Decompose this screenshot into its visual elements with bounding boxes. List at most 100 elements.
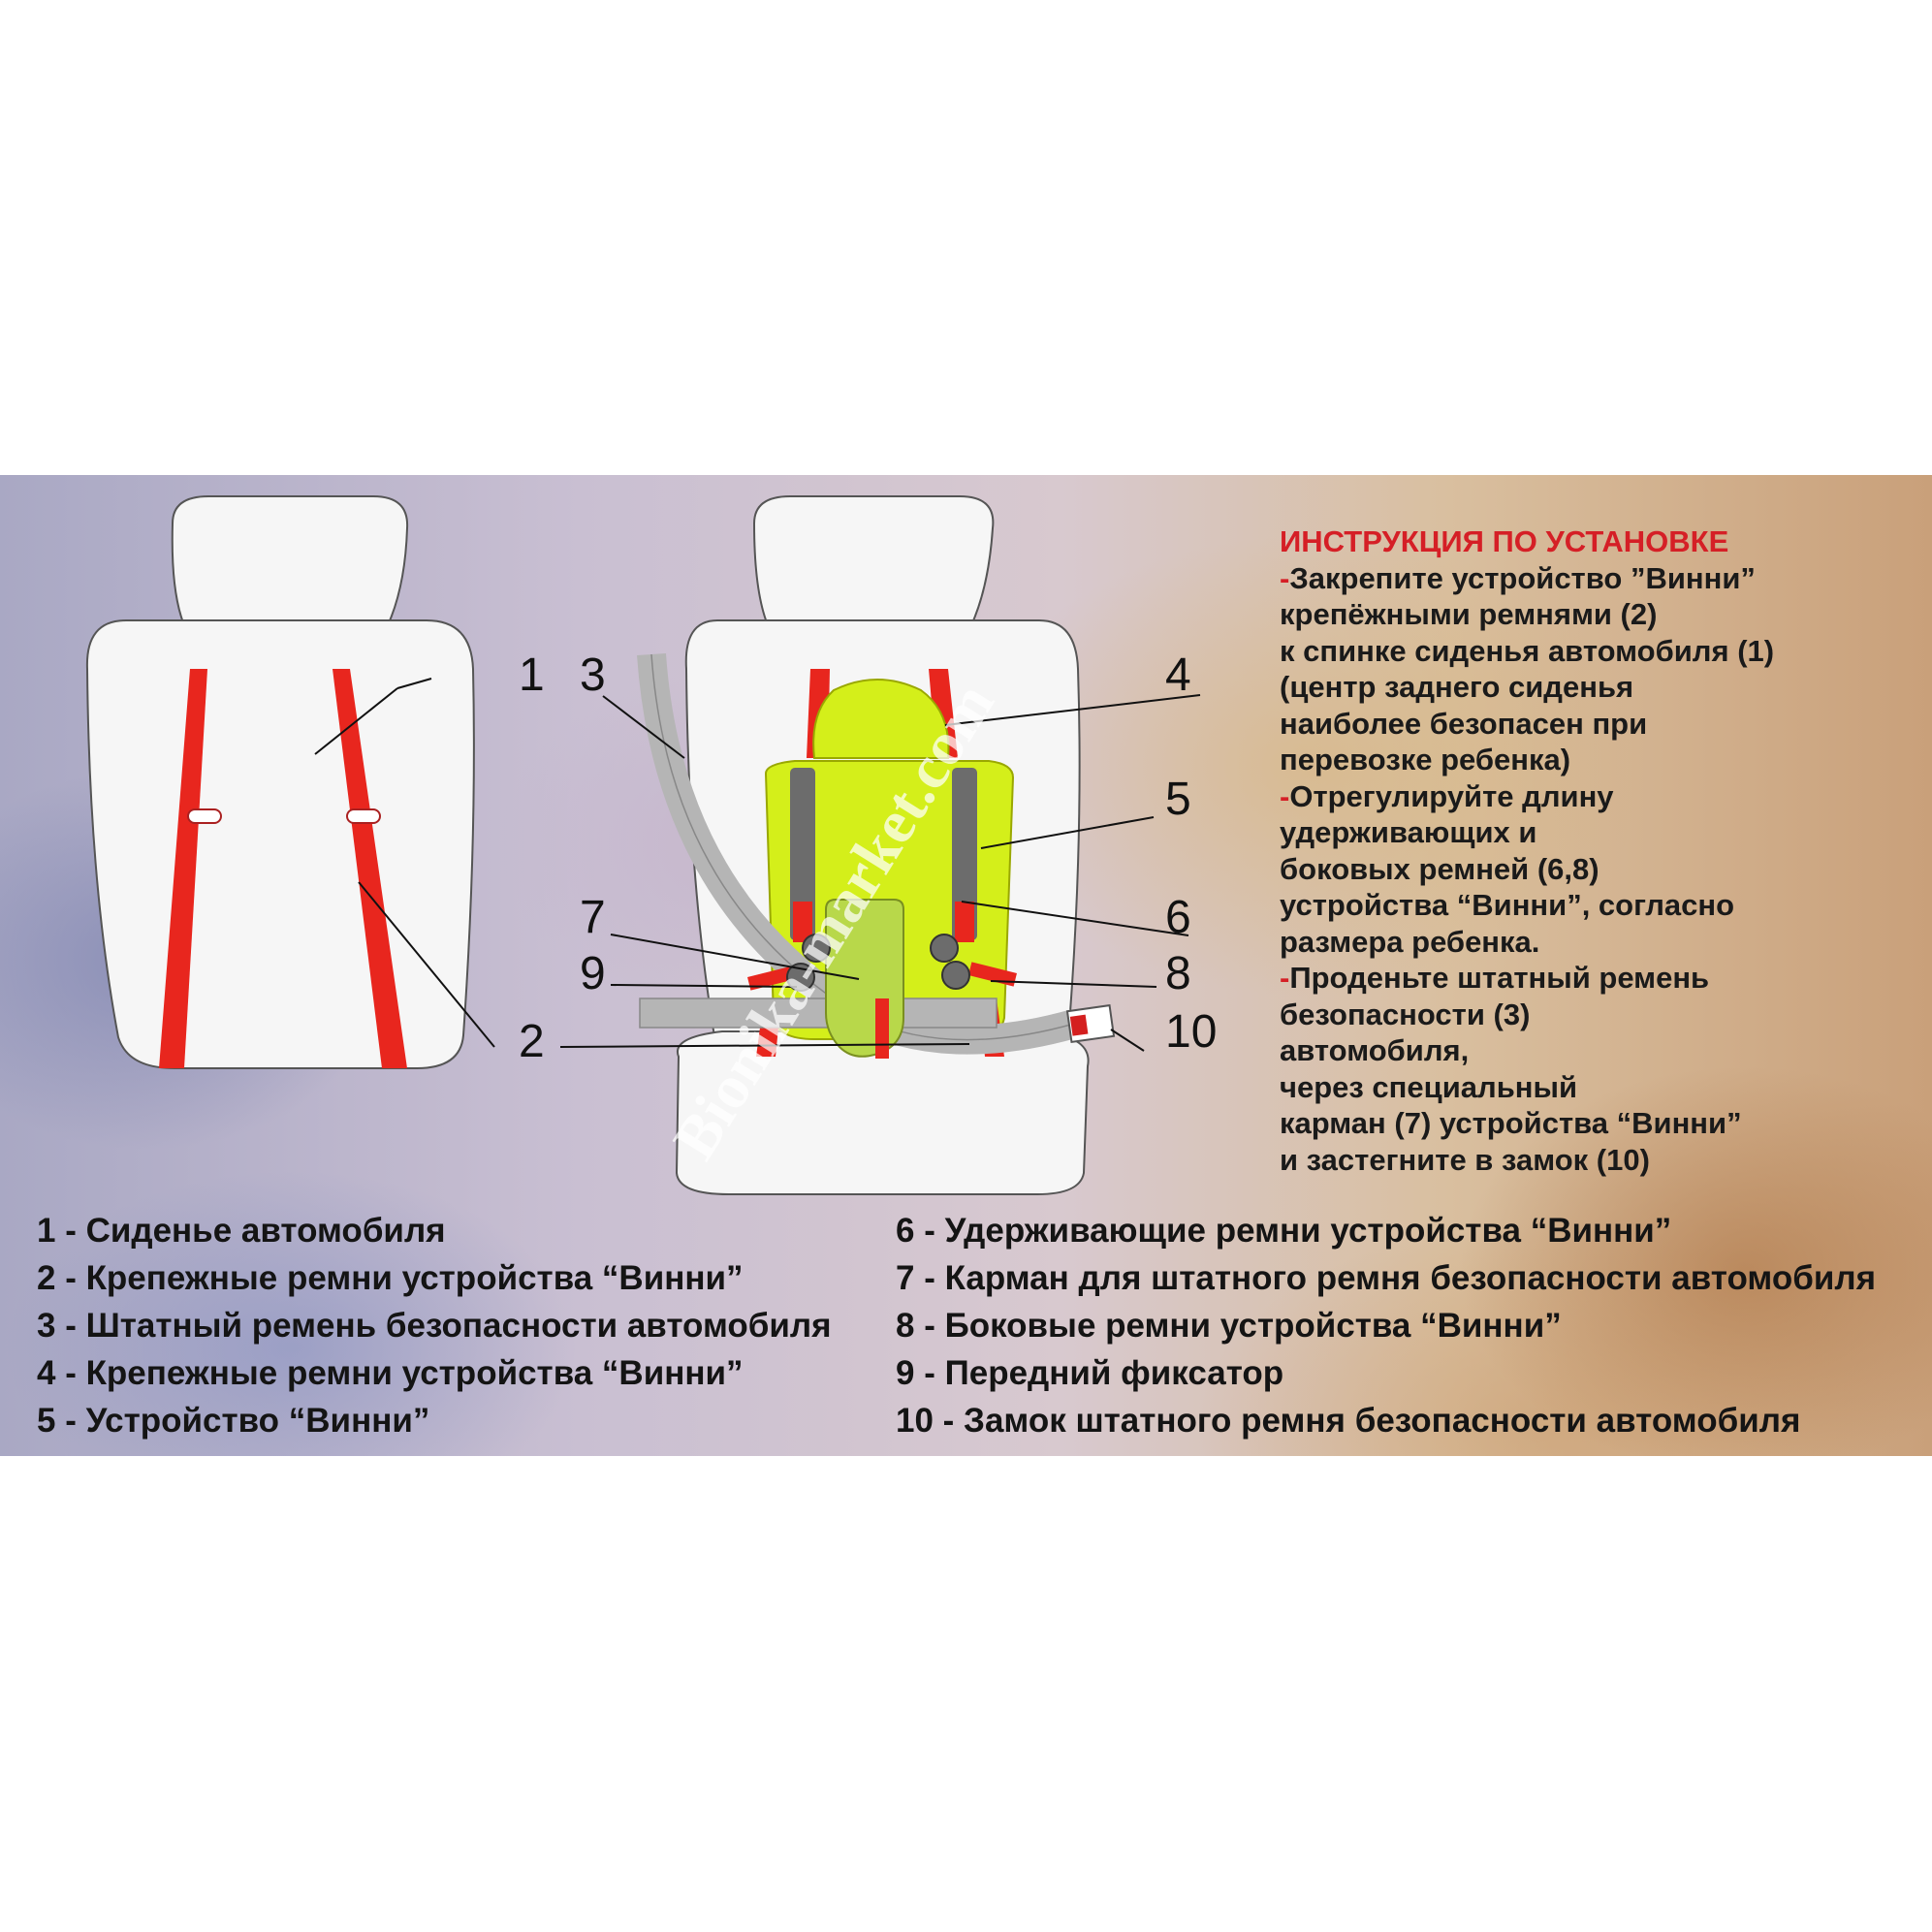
right-headrest	[752, 495, 995, 626]
retaining-strap-right	[952, 768, 977, 940]
car-seat-front-view	[637, 495, 1116, 1195]
legend-item: 6 - Удерживающие ремни устройства “Винни…	[896, 1212, 1672, 1250]
leader-8	[990, 980, 1157, 988]
instruction-text: размера ребенка.	[1280, 924, 1540, 959]
instruction-line: автомобиля,	[1280, 1032, 1900, 1069]
label-6: 6	[1165, 892, 1191, 943]
instruction-text: к спинке сиденья автомобиля (1)	[1280, 633, 1775, 668]
leader-1b	[314, 687, 398, 755]
instruction-text: наиболее безопасен при	[1280, 706, 1648, 741]
leader-1	[396, 678, 432, 689]
front-fixer-strap	[875, 998, 889, 1059]
instruction-text: Проденьте штатный ремень	[1289, 961, 1710, 995]
left-buckle-2	[346, 808, 381, 824]
instruction-line: крепёжными ремнями (2)	[1280, 596, 1900, 633]
instruction-line: устройства “Винни”, согласно	[1280, 887, 1900, 924]
adjuster-upper-right	[930, 934, 959, 963]
instruction-dash: -	[1280, 778, 1290, 813]
instruction-text: и застегните в замок (10)	[1280, 1142, 1650, 1177]
instruction-text: Закрепите устройство ”Винни”	[1289, 560, 1756, 595]
label-3: 3	[580, 649, 606, 701]
instruction-line: (центр заднего сиденья	[1280, 669, 1900, 706]
instruction-banner: 1 2 3 4 5 6 7 8 9 10 ИНСТРУКЦИЯ ПО УСТАН…	[0, 475, 1932, 1456]
leader-4	[944, 694, 1201, 726]
car-seat-rear-view	[85, 495, 475, 1069]
instruction-line: наиболее безопасен при	[1280, 706, 1900, 743]
label-4: 4	[1165, 649, 1191, 701]
belt-buckle-button	[1069, 1014, 1089, 1036]
instruction-line: карман (7) устройства “Винни”	[1280, 1105, 1900, 1142]
leader-2b	[559, 1043, 970, 1048]
instruction-line: через специальный	[1280, 1069, 1900, 1106]
instruction-text: устройства “Винни”, согласно	[1280, 888, 1735, 922]
left-strap-left	[159, 669, 207, 1068]
retaining-strap-right-red	[955, 902, 974, 942]
legend-item: 1 - Сиденье автомобиля	[37, 1212, 446, 1250]
instruction-dash: -	[1280, 560, 1290, 595]
seat-cushion	[675, 1030, 1090, 1195]
instruction-text: крепёжными ремнями (2)	[1280, 597, 1658, 631]
instruction-text: перевозке ребенка)	[1280, 743, 1571, 776]
instruction-text: удерживающих и	[1280, 815, 1537, 849]
label-8: 8	[1165, 948, 1191, 999]
legend-item: 7 - Карман для штатного ремня безопаснос…	[896, 1259, 1877, 1297]
leader-3	[602, 695, 685, 759]
instruction-line: и застегните в замок (10)	[1280, 1142, 1900, 1179]
legend-item: 10 - Замок штатного ремня безопасности а…	[896, 1402, 1801, 1440]
legend-right-column: 6 - Удерживающие ремни устройства “Винни…	[896, 1207, 1876, 1444]
side-strap-right	[968, 962, 1017, 987]
adjuster-lower-right	[941, 961, 970, 990]
instruction-text: боковых ремней (6,8)	[1280, 851, 1599, 886]
instruction-line: -Проденьте штатный ремень	[1280, 960, 1900, 997]
instructions-title: ИНСТРУКЦИЯ ПО УСТАНОВКЕ	[1280, 524, 1729, 558]
instruction-text: (центр заднего сиденья	[1280, 670, 1634, 704]
retaining-strap-left-red	[793, 902, 812, 942]
device-head-pad	[812, 679, 950, 759]
vehicle-seatbelt-lap	[639, 998, 998, 1029]
instructions-lines: -Закрепите устройство ”Винни”крепёжными …	[1280, 560, 1900, 1179]
left-buckle-1	[187, 808, 222, 824]
instruction-text: карман (7) устройства “Винни”	[1280, 1106, 1742, 1140]
left-strap-right	[333, 669, 407, 1068]
label-2: 2	[519, 1016, 545, 1067]
legend-item: 3 - Штатный ремень безопасности автомоби…	[37, 1307, 832, 1345]
installation-instructions: ИНСТРУКЦИЯ ПО УСТАНОВКЕ -Закрепите устро…	[1280, 523, 1900, 1178]
legend-left-column: 1 - Сиденье автомобиля 2 - Крепежные ремн…	[37, 1207, 832, 1444]
instruction-line: безопасности (3)	[1280, 997, 1900, 1033]
instruction-text: Отрегулируйте длину	[1289, 778, 1614, 813]
legend-item: 8 - Боковые ремни устройства “Винни”	[896, 1307, 1562, 1345]
seat-diagram: 1 2 3 4 5 6 7 8 9 10	[85, 495, 1217, 1195]
leader-10	[1110, 1029, 1145, 1052]
instruction-dash: -	[1280, 961, 1290, 995]
label-1: 1	[519, 649, 545, 701]
label-5: 5	[1165, 774, 1191, 825]
legend-item: 4 - Крепежные ремни устройства “Винни”	[37, 1354, 744, 1392]
instruction-line: размера ребенка.	[1280, 924, 1900, 961]
legend-item: 2 - Крепежные ремни устройства “Винни”	[37, 1259, 744, 1297]
instruction-line: перевозке ребенка)	[1280, 742, 1900, 778]
leader-6	[961, 901, 1189, 936]
instruction-line: к спинке сиденья автомобиля (1)	[1280, 633, 1900, 670]
label-10: 10	[1165, 1006, 1217, 1058]
leader-lines	[314, 678, 1201, 1052]
leader-2	[358, 881, 495, 1048]
left-seat-back	[85, 619, 475, 1069]
left-headrest	[171, 495, 409, 626]
instruction-text: безопасности (3)	[1280, 997, 1531, 1031]
adjuster-upper-left	[802, 934, 831, 963]
instruction-line: -Отрегулируйте длину	[1280, 778, 1900, 815]
label-7: 7	[580, 892, 606, 943]
retaining-strap-left	[790, 768, 815, 940]
instruction-line: -Закрепите устройство ”Винни”	[1280, 560, 1900, 597]
legend-item: 9 - Передний фиксатор	[896, 1354, 1284, 1392]
instruction-text: через специальный	[1280, 1069, 1578, 1104]
leader-5	[980, 816, 1155, 849]
leader-7	[610, 934, 860, 980]
instruction-line: удерживающих и	[1280, 814, 1900, 851]
instruction-line: боковых ремней (6,8)	[1280, 851, 1900, 888]
side-strap-left	[747, 966, 796, 991]
legend-item: 5 - Устройство “Винни”	[37, 1402, 430, 1440]
instruction-text: автомобиля,	[1280, 1033, 1470, 1067]
leader-9	[610, 984, 798, 988]
label-9: 9	[580, 948, 606, 999]
